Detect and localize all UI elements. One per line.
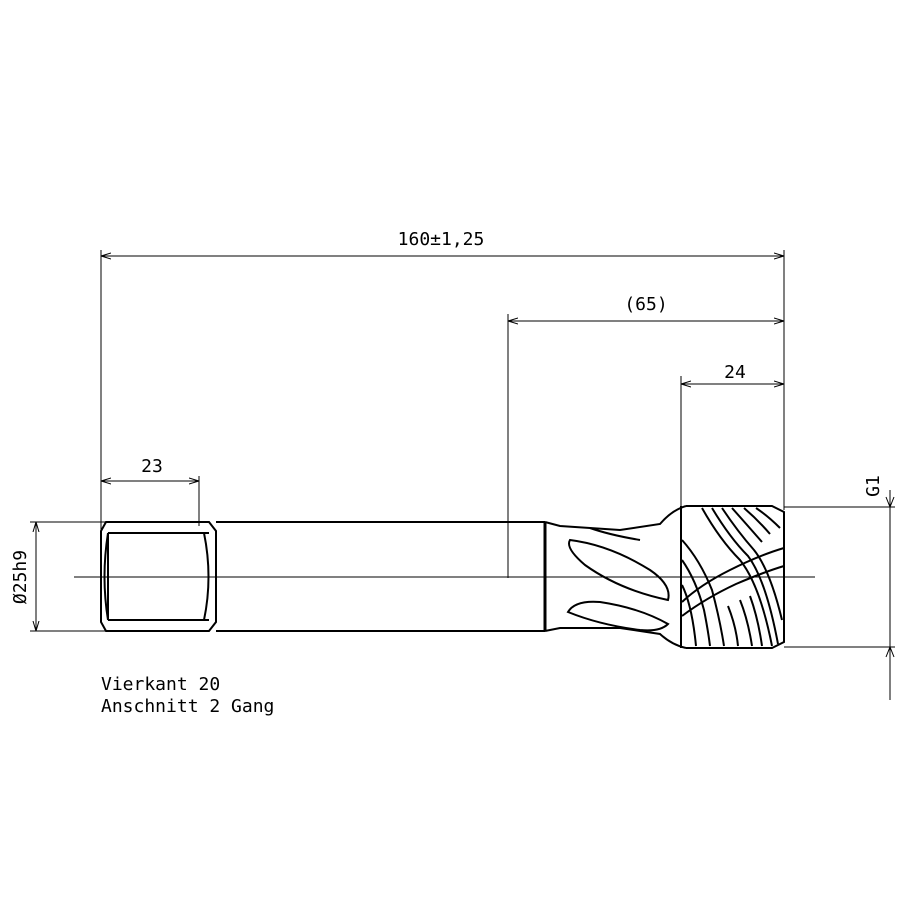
head-length-label: (65) <box>624 294 667 315</box>
square-length-label: 23 <box>141 456 163 477</box>
dimension-lines <box>36 256 895 700</box>
thread-size-label: G1 <box>863 475 884 497</box>
thread-head <box>680 505 785 649</box>
note-chamfer: Anschnitt 2 Gang <box>101 696 274 717</box>
shank <box>216 521 547 632</box>
extension-lines <box>30 250 895 648</box>
overall-length-label: 160±1,25 <box>398 229 485 250</box>
note-square: Vierkant 20 <box>101 674 220 695</box>
thread-length-label: 24 <box>724 362 746 383</box>
shank-diameter-label: Ø25h9 <box>10 550 31 604</box>
square-drive <box>100 521 217 632</box>
